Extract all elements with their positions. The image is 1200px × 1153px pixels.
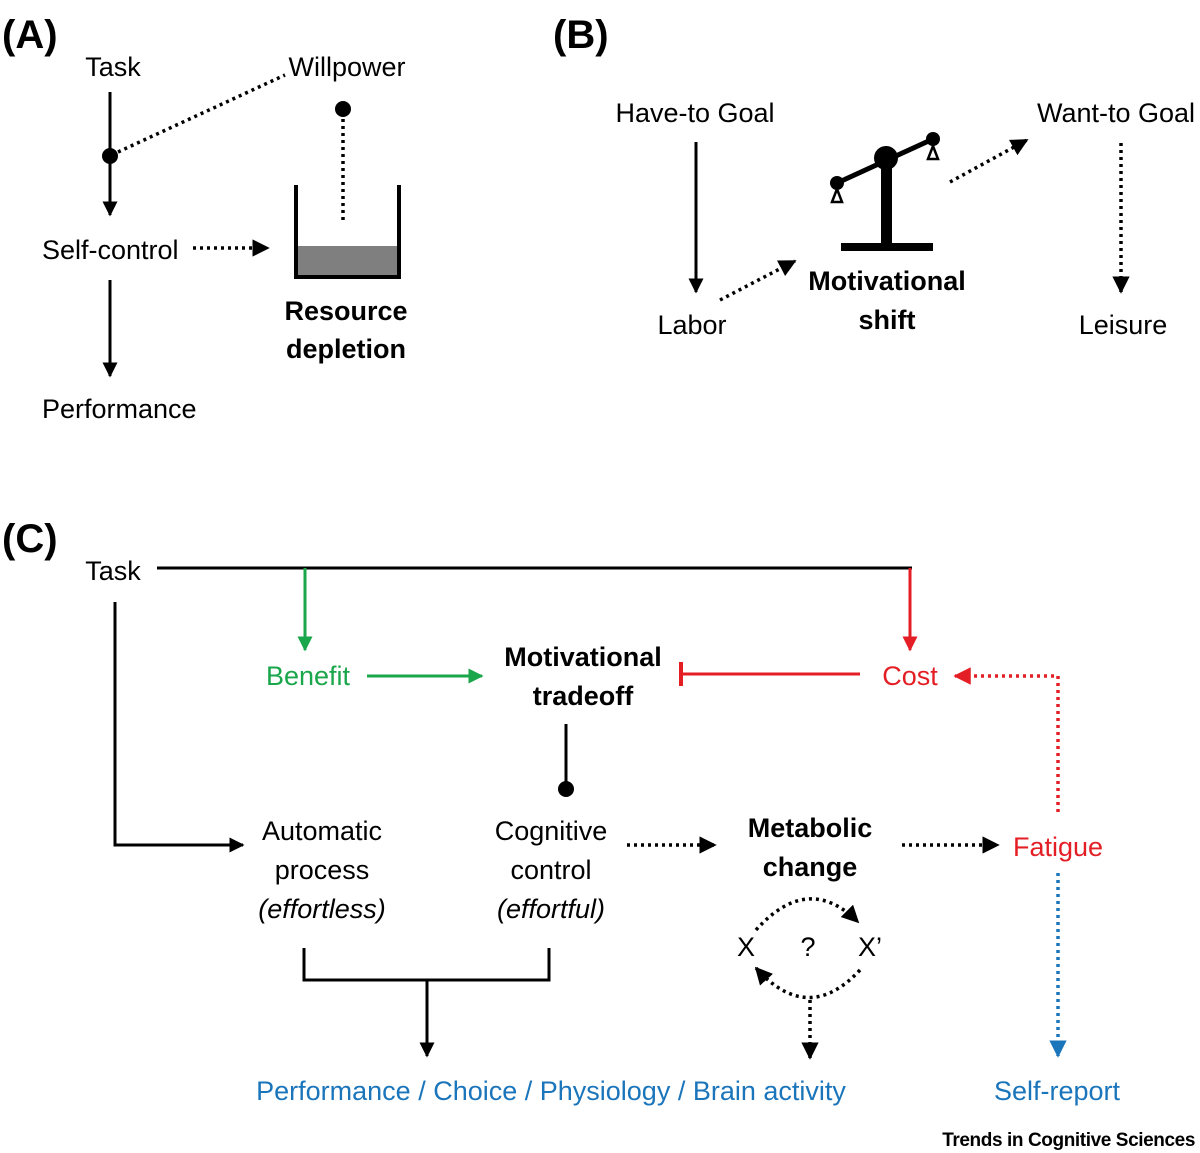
metabolite-x-label: X [737, 932, 755, 962]
benefit-label: Benefit [266, 661, 351, 691]
panel-a: (A) Task Willpower Self-control Performa… [2, 13, 408, 424]
fatigue-label: Fatigue [1013, 832, 1103, 862]
balance-scale-icon [830, 132, 940, 251]
willpower-label: Willpower [288, 52, 405, 82]
cognitive-control-label-1: Cognitive [495, 816, 608, 846]
outcome-bracket [302, 948, 551, 982]
resource-container-icon [294, 185, 401, 279]
task-label-a: Task [85, 52, 141, 82]
resource-level-fill [296, 246, 399, 276]
metabolic-change-label-2: change [763, 852, 858, 882]
metabolic-cycle-top-arrow [754, 897, 860, 932]
labor-label: Labor [657, 310, 726, 340]
metabolite-x-prime-label: X’ [858, 932, 882, 962]
task-to-automatic-arrow [113, 602, 245, 853]
leisure-label: Leisure [1079, 310, 1168, 340]
depletion-label: depletion [286, 334, 406, 364]
automatic-process-label-1: Automatic [262, 816, 382, 846]
resource-label: Resource [284, 296, 407, 326]
outcomes-label: Performance / Choice / Physiology / Brai… [256, 1076, 846, 1106]
motivational-tradeoff-label-2: tradeoff [533, 681, 635, 711]
motivational-shift-label-2: shift [859, 305, 916, 335]
cognitive-control-label-3: (effortful) [497, 894, 605, 924]
journal-credit: Trends in Cognitive Sciences [942, 1130, 1195, 1151]
fatigue-to-cost-arrow [953, 667, 1060, 812]
want-to-goal-label: Want-to Goal [1037, 98, 1195, 128]
panel-c: (C) Task Benefit Cost Motivational trade… [2, 517, 1121, 1106]
tradeoff-control-node [558, 781, 574, 797]
task-label-c: Task [85, 556, 141, 586]
cost-label: Cost [882, 661, 938, 691]
motivational-shift-label-1: Motivational [808, 266, 966, 296]
willpower-node [102, 148, 118, 164]
self-control-label: Self-control [42, 235, 179, 265]
willpower-influence-line [117, 73, 286, 154]
performance-label-a: Performance [42, 394, 197, 424]
shift-to-want-to-goal-arrow [949, 138, 1029, 184]
panel-b-label: (B) [553, 13, 609, 57]
motivational-tradeoff-label-1: Motivational [504, 642, 662, 672]
automatic-process-label-2: process [275, 855, 370, 885]
metabolic-change-label-1: Metabolic [748, 813, 873, 843]
self-report-label: Self-report [994, 1076, 1121, 1106]
labor-to-shift-arrow [719, 259, 797, 302]
unknown-mechanism-label: ? [800, 932, 815, 962]
willpower-drop-icon [335, 101, 351, 117]
have-to-goal-label: Have-to Goal [615, 98, 774, 128]
metabolic-cycle-bottom-arrow [754, 966, 862, 1000]
cognitive-control-label-2: control [510, 855, 591, 885]
panel-a-label: (A) [2, 13, 58, 57]
automatic-process-label-3: (effortless) [258, 894, 386, 924]
panel-b: (B) Have-to Goal Want-to Goal Labor Leis… [553, 13, 1195, 340]
panel-c-label: (C) [2, 517, 58, 561]
